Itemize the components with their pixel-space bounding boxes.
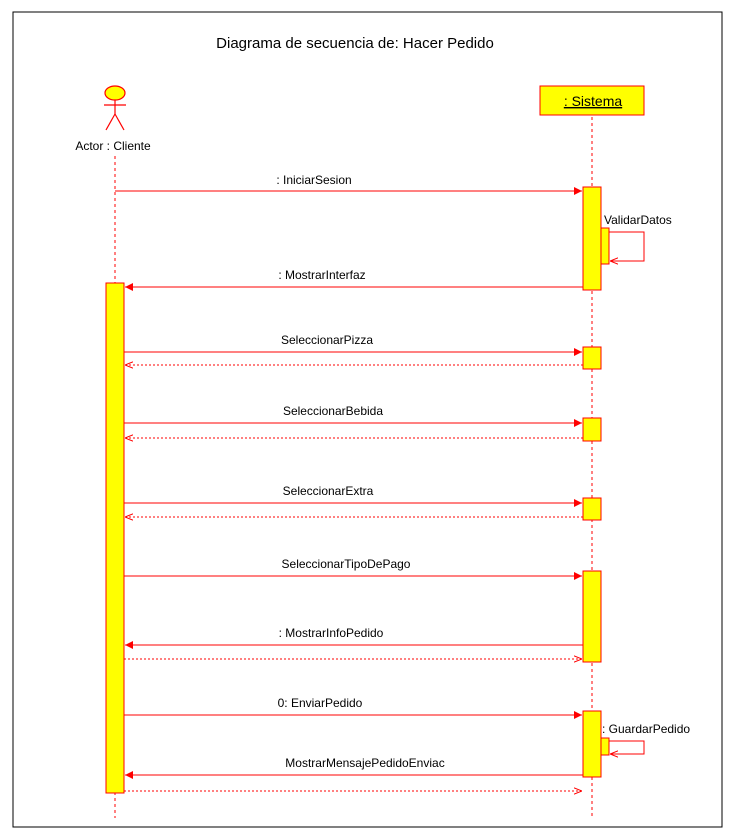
system-activation-bar — [582, 346, 602, 370]
message-label-seleccionar-pizza: SeleccionarPizza — [281, 333, 373, 347]
actor-activation-bar — [105, 282, 125, 794]
message-label-enviar-pedido: 0: EnviarPedido — [278, 696, 363, 710]
system-activation-bar — [582, 186, 602, 291]
message-label-mostrar-info-pedido: : MostrarInfoPedido — [279, 626, 384, 640]
diagram-title: Diagrama de secuencia de: Hacer Pedido — [216, 35, 494, 52]
system-activation-bar — [582, 570, 602, 663]
message-label-mostrar-interfaz: : MostrarInterfaz — [278, 268, 365, 282]
system-object-box — [539, 85, 645, 116]
system-self-activation-bar — [600, 227, 610, 265]
message-arrow-validar-datos — [609, 231, 645, 261]
message-label-seleccionar-extra: SeleccionarExtra — [283, 484, 374, 498]
message-label-iniciar-sesion: : IniciarSesion — [276, 173, 351, 187]
message-label-seleccionar-bebida: SeleccionarBebida — [283, 404, 383, 418]
message-label-seleccionar-tipo-de-pago: SeleccionarTipoDePago — [282, 557, 411, 571]
actor-label: Actor : Cliente — [75, 139, 151, 153]
system-activation-bar — [582, 497, 602, 521]
message-arrow-guardar-pedido — [609, 740, 645, 754]
system-self-activation-bar — [600, 737, 610, 756]
system-activation-bar — [582, 417, 602, 442]
system-activation-bar — [582, 710, 602, 778]
diagram-border — [12, 11, 723, 828]
actor-icon — [104, 85, 126, 131]
message-label-validar-datos: ValidarDatos — [604, 213, 672, 227]
message-label-guardar-pedido: : GuardarPedido — [602, 722, 690, 736]
system-object-label: : Sistema — [564, 93, 623, 109]
message-label-mostrar-mensaje-pedido-enviado: MostrarMensajePedidoEnviac — [285, 756, 444, 770]
